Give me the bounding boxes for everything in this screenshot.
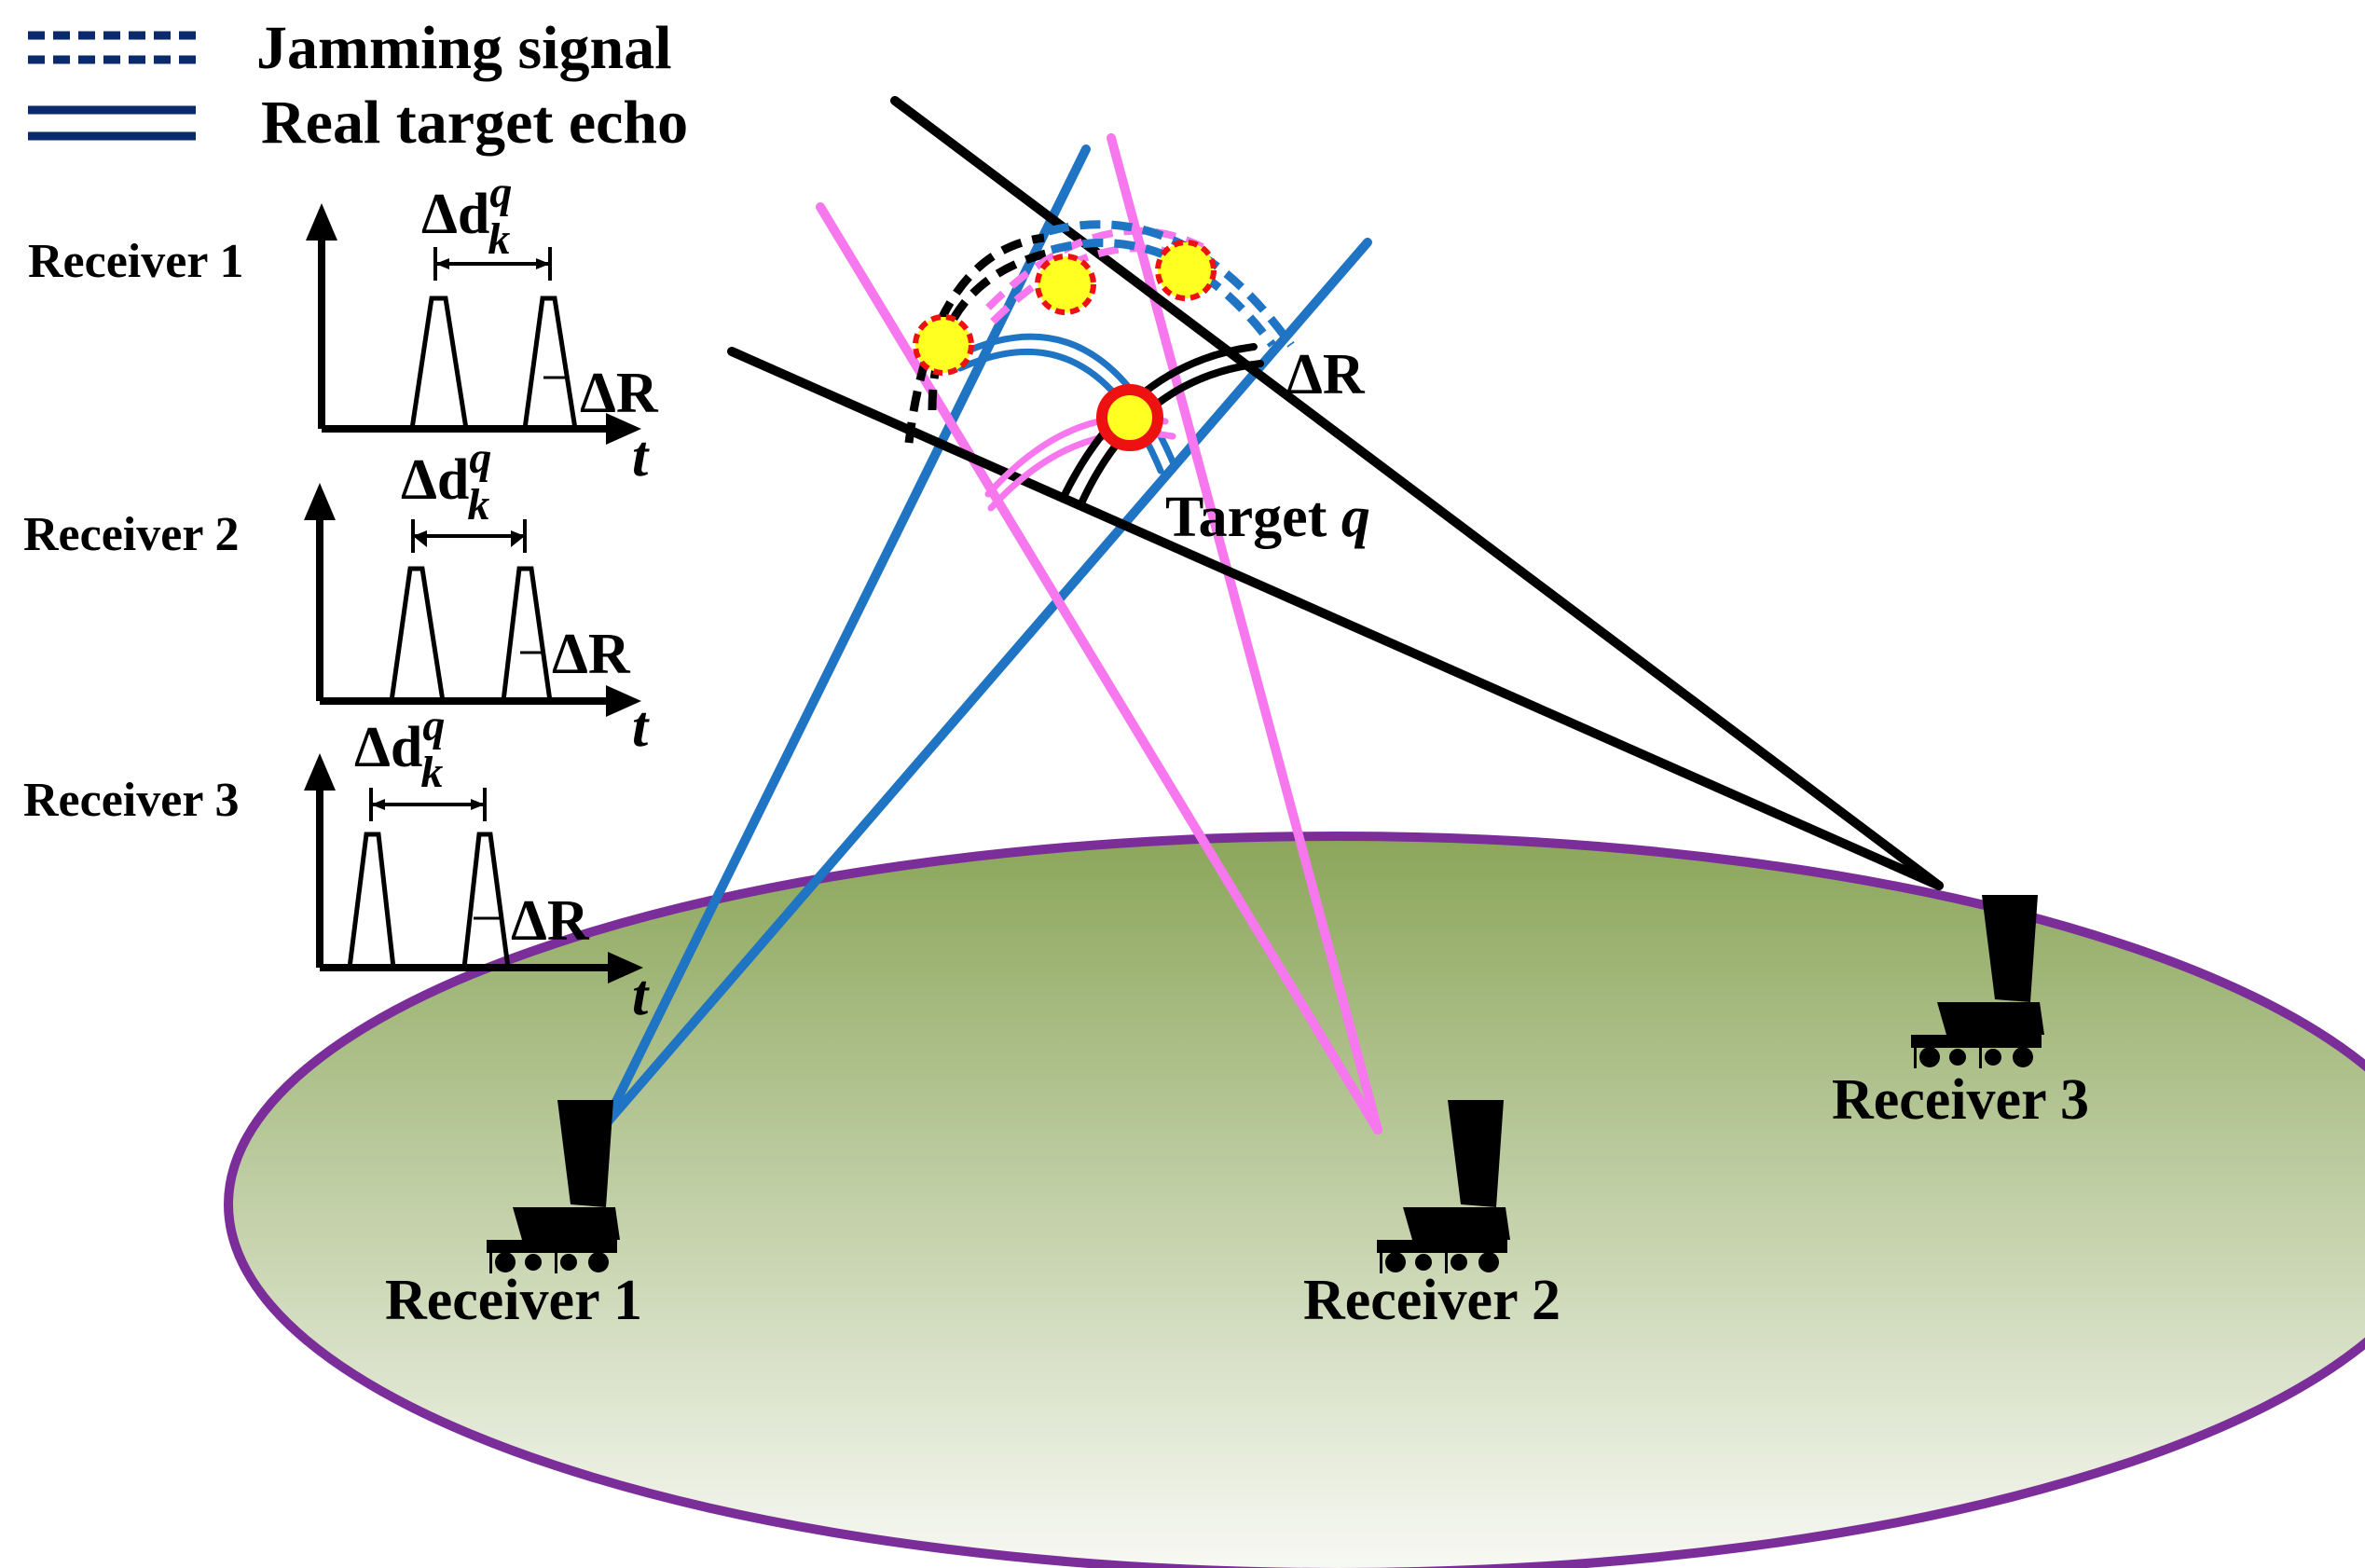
scene-delta-r-label: ΔR (1286, 343, 1366, 406)
legend-item-real-echo: Real target echo (28, 89, 688, 157)
receiver-3-beams (727, 96, 1944, 890)
false-target-3 (1155, 240, 1217, 301)
delta-r-label: ΔR (552, 623, 631, 686)
time-axis-label: t (632, 964, 650, 1027)
time-axis-label: t (632, 695, 650, 759)
ground-area (224, 832, 2365, 1568)
false-target-1 (913, 314, 974, 376)
false-target-2 (1035, 254, 1096, 315)
waveform-receiver-label: Receiver 2 (23, 508, 239, 561)
receiver-3: Receiver 3 (1832, 895, 2089, 1132)
receiver-3-label: Receiver 3 (1832, 1068, 2089, 1132)
false-targets (913, 240, 1217, 376)
time-axis-label: t (632, 425, 650, 488)
delta-r-label: ΔR (580, 362, 659, 425)
receiver-1: Receiver 1 (385, 1100, 642, 1332)
legend-item-jamming: Jamming signal (28, 14, 672, 82)
receiver-2-beams (816, 133, 1382, 1135)
receiver-1-label: Receiver 1 (385, 1269, 642, 1332)
real-target (1096, 384, 1163, 451)
receiver-2: Receiver 2 (1303, 1100, 1561, 1332)
receiver-2-label: Receiver 2 (1303, 1269, 1561, 1332)
legend-label-real-echo: Real target echo (261, 89, 688, 157)
target-label: Target q (1165, 486, 1370, 549)
waveform-receiver-label: Receiver 1 (28, 235, 243, 288)
legend-label-jamming: Jamming signal (256, 14, 672, 82)
delta-r-label: ΔR (511, 889, 590, 953)
waveform-receiver-label: Receiver 3 (23, 774, 239, 827)
legend: Jamming signal Real target echo (28, 14, 688, 157)
